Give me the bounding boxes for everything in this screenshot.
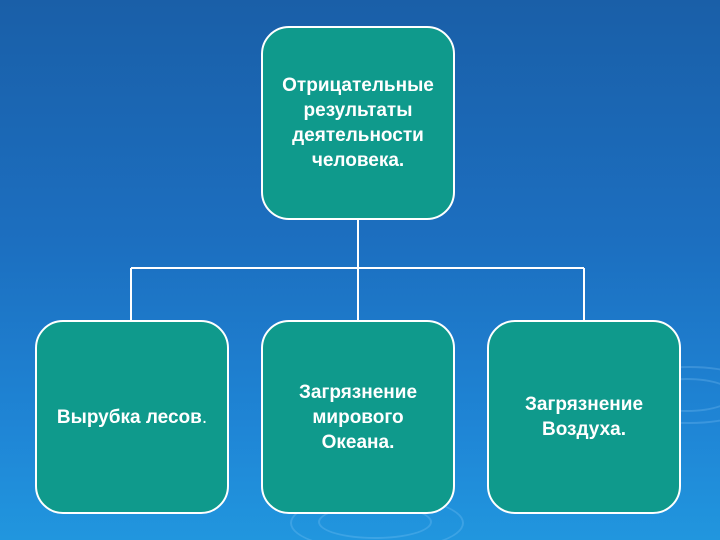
- child-node-deforestation: Вырубка лесов.: [35, 320, 229, 514]
- child-node-label-suffix: .: [201, 406, 208, 428]
- child-node-air-pollution: Загрязнение Воздуха.: [487, 320, 681, 514]
- child-node-label-text: Вырубка лесов: [56, 406, 202, 428]
- child-node-ocean-pollution: Загрязнение мирового Океана.: [261, 320, 455, 514]
- child-node-label: Загрязнение Воздуха.: [524, 394, 644, 440]
- child-node-label: Вырубка лесов.: [57, 405, 207, 430]
- root-node: Отрицательные результаты деятельности че…: [261, 26, 455, 220]
- child-node-label: Загрязнение мирового Океана.: [298, 381, 418, 453]
- root-node-label: Отрицательные результаты деятельности че…: [282, 75, 434, 171]
